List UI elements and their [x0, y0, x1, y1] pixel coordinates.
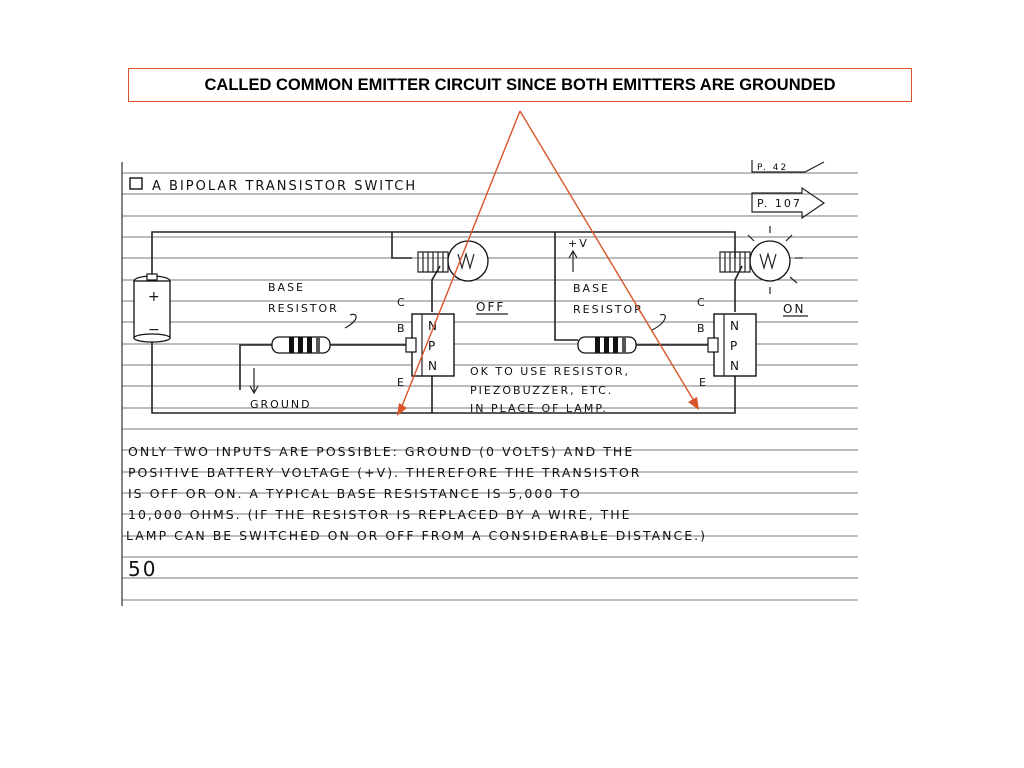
plus-v-label: +V	[568, 237, 589, 250]
note-line-1: OK TO USE RESISTOR,	[470, 365, 630, 378]
paragraph-line-2: POSITIVE BATTERY VOLTAGE (+V). THEREFORE…	[128, 465, 641, 480]
npn-left-p: P	[428, 339, 437, 353]
npn-right-p: P	[730, 339, 739, 353]
callout-arrows	[397, 110, 699, 416]
transistor-right: N P N	[707, 313, 757, 377]
note-line-3: IN PLACE OF LAMP.	[470, 402, 608, 415]
paragraph-line-5: LAMP CAN BE SWITCHED ON OR OFF FROM A CO…	[126, 528, 707, 543]
paragraph-line-1: ONLY TWO INPUTS ARE POSSIBLE: GROUND (0 …	[128, 444, 634, 459]
paragraph-line-3: IS OFF OR ON. A TYPICAL BASE RESISTANCE …	[128, 486, 582, 501]
checkbox-icon	[129, 177, 143, 190]
npn-left-n2: N	[428, 359, 439, 373]
npn-left-n1: N	[428, 319, 439, 333]
note-line-2: PIEZOBUZZER, ETC.	[470, 384, 613, 397]
off-label: OFF	[476, 300, 505, 314]
page-number: 50	[128, 557, 157, 581]
on-label: ON	[783, 302, 805, 316]
battery: + −	[133, 273, 171, 343]
npn-right-n1: N	[730, 319, 741, 333]
page-ref-top-arrow: P. 42	[751, 160, 825, 173]
emitter-right-label: E	[699, 376, 708, 389]
notebook-title: A BIPOLAR TRANSISTOR SWITCH	[152, 179, 417, 194]
lamp-off-icon	[417, 240, 489, 282]
base-right-label: B	[697, 322, 707, 335]
base-resistor-right	[577, 336, 714, 354]
page-ref-arrow: P. 107	[751, 186, 826, 220]
npn-right-n2: N	[730, 359, 741, 373]
paragraph-line-4: 10,000 OHMS. (IF THE RESISTOR IS REPLACE…	[128, 507, 632, 522]
circuit-wiring	[151, 231, 743, 414]
collector-left-label: C	[397, 296, 407, 309]
page-ref-label: P. 107	[757, 197, 802, 210]
pointer-left	[344, 313, 357, 329]
callout-text: CALLED COMMON EMITTER CIRCUIT SINCE BOTH…	[204, 75, 836, 94]
transistor-left: N P N	[405, 313, 455, 377]
emitter-left-label: E	[397, 376, 406, 389]
lamp-on-icon	[719, 226, 803, 294]
callout-box: CALLED COMMON EMITTER CIRCUIT SINCE BOTH…	[128, 68, 912, 102]
base-resistor-right-label-1: BASE	[573, 282, 610, 295]
pointer-right	[651, 313, 666, 331]
base-resistor-left-label-2: RESISTOR	[268, 302, 339, 315]
base-resistor-right-label-2: RESISTOR	[573, 303, 644, 316]
up-arrow-icon	[568, 249, 578, 272]
ground-label: GROUND	[250, 398, 312, 411]
base-resistor-left-label-1: BASE	[268, 281, 305, 294]
battery-plus: +	[148, 289, 162, 305]
ground-arrow-icon	[249, 368, 259, 395]
base-left-label: B	[397, 322, 407, 335]
collector-right-label: C	[697, 296, 707, 309]
battery-minus: −	[148, 322, 162, 338]
page-ref-top: P. 42	[757, 163, 788, 173]
base-resistor-left	[271, 336, 412, 354]
